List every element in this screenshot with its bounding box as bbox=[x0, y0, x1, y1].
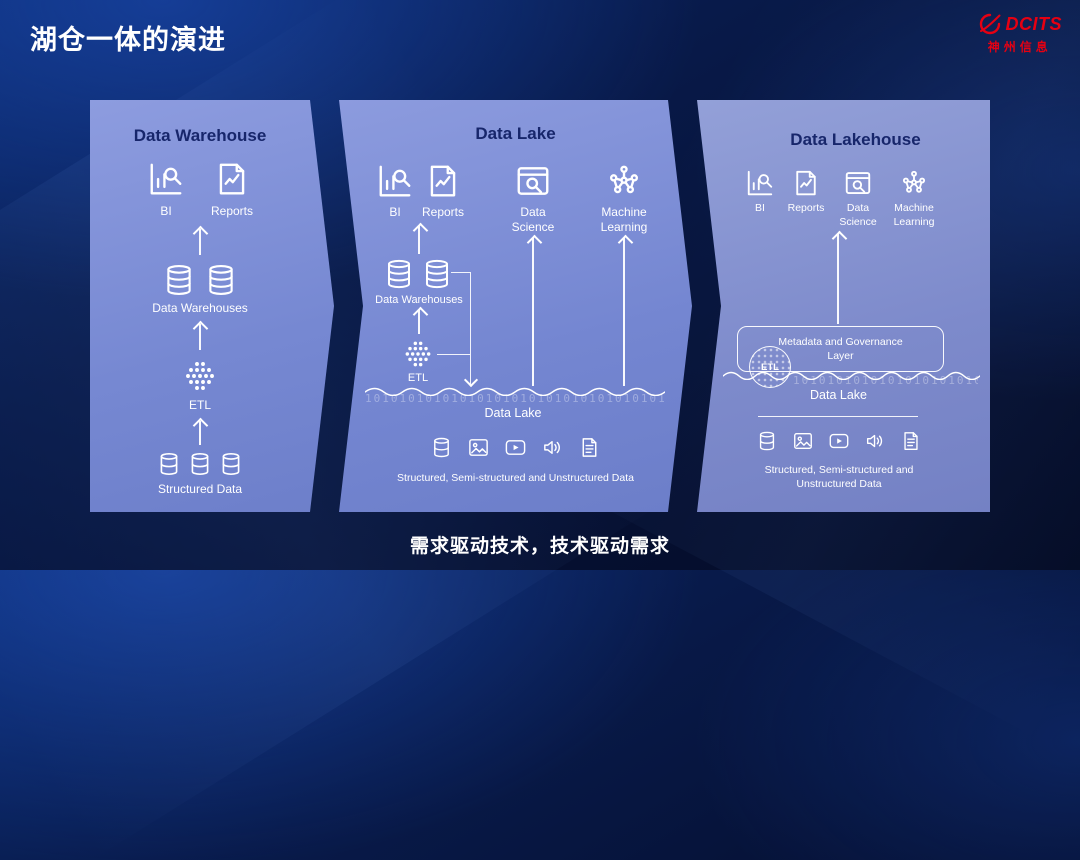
panel-data-lakehouse: Data Lakehouse BI Reports Data Science M… bbox=[697, 100, 990, 512]
logo-brand: DCITS bbox=[1005, 13, 1062, 34]
governance-label: Metadata and Governance Layer bbox=[778, 335, 903, 362]
bottom-label: Structured, Semi-structured and Unstruct… bbox=[397, 472, 634, 484]
icon-label: Machine Learning bbox=[893, 202, 935, 228]
reports-column: Reports bbox=[413, 162, 473, 220]
video-icon bbox=[828, 430, 850, 452]
panel-title: Data Lake bbox=[475, 124, 556, 143]
database-icon bbox=[218, 451, 244, 477]
warehouse-stack-icon bbox=[204, 263, 238, 297]
reports-icon bbox=[424, 162, 462, 200]
audio-icon bbox=[864, 430, 886, 452]
up-arrow bbox=[532, 238, 534, 386]
audio-icon bbox=[541, 436, 564, 459]
etl-label: ETL bbox=[761, 361, 779, 373]
database-icon bbox=[430, 436, 453, 459]
up-arrow bbox=[418, 310, 420, 334]
reports-column: Reports bbox=[211, 160, 253, 219]
icon-label: Machine Learning bbox=[600, 205, 648, 234]
data-science-icon bbox=[843, 168, 873, 198]
reports-icon bbox=[791, 168, 821, 198]
icon-label: Reports bbox=[421, 205, 465, 219]
bi-column: BI bbox=[147, 160, 185, 219]
up-arrow bbox=[418, 226, 420, 254]
panel-data-lake: Data Lake BI Reports Data Science Machin… bbox=[339, 100, 692, 512]
image-icon bbox=[467, 436, 490, 459]
icon-label: BI bbox=[755, 202, 765, 214]
warehouses-label: Data Warehouses bbox=[375, 294, 463, 306]
page-title: 湖仓一体的演进 bbox=[30, 25, 226, 55]
logo-company-name: 神州信息 bbox=[987, 40, 1052, 54]
database-icon bbox=[156, 451, 182, 477]
up-arrow bbox=[199, 324, 201, 350]
etl-label: ETL bbox=[407, 372, 429, 384]
data-science-icon bbox=[514, 162, 552, 200]
up-arrow bbox=[199, 229, 201, 255]
icon-label: Data Science bbox=[839, 202, 877, 228]
elbow-connector bbox=[451, 272, 470, 273]
footer-caption: 需求驱动技术，技术驱动需求 bbox=[409, 536, 670, 557]
icon-label: Reports bbox=[210, 204, 254, 218]
warehouses-icons bbox=[162, 263, 238, 297]
etl-label: ETL bbox=[188, 398, 211, 412]
bi-column: BI bbox=[735, 168, 785, 216]
panel-title: Data Warehouse bbox=[133, 126, 267, 145]
data-science-column: Data Science bbox=[831, 168, 885, 229]
machine-learning-column: Machine Learning bbox=[590, 162, 658, 235]
reports-column: Reports bbox=[781, 168, 831, 216]
video-icon bbox=[504, 436, 527, 459]
elbow-connector bbox=[437, 354, 470, 355]
database-icon bbox=[756, 430, 778, 452]
structured-data-label: Structured Data bbox=[157, 482, 243, 496]
lake-underline bbox=[758, 416, 918, 417]
bi-icon bbox=[376, 162, 414, 200]
database-icon bbox=[187, 451, 213, 477]
document-icon bbox=[578, 436, 601, 459]
bi-column: BI bbox=[365, 162, 425, 220]
up-arrow bbox=[837, 234, 839, 324]
data-lake-label: Data Lake bbox=[484, 406, 542, 420]
structured-data-icons bbox=[156, 451, 244, 477]
document-icon bbox=[900, 430, 922, 452]
governance-layer: Metadata and Governance Layer bbox=[737, 326, 944, 372]
data-lake-label: Data Lake bbox=[810, 388, 867, 402]
media-icons-row bbox=[363, 436, 668, 459]
machine-learning-column: Machine Learning bbox=[886, 168, 942, 229]
media-icons-row bbox=[721, 430, 956, 452]
logo-swoosh-icon bbox=[979, 13, 1000, 35]
binary-pattern: 1010101010101010101010101010101010101010… bbox=[793, 374, 978, 387]
bi-icon bbox=[147, 160, 185, 198]
panel-title: Data Lakehouse bbox=[790, 130, 921, 149]
warehouse-stack-icon bbox=[421, 258, 453, 290]
up-arrow bbox=[623, 238, 625, 386]
warehouses-label: Data Warehouses bbox=[152, 301, 248, 315]
evolution-diagram: Data Warehouse BI Reports Data Warehouse… bbox=[90, 100, 990, 512]
bi-icon bbox=[745, 168, 775, 198]
image-icon bbox=[792, 430, 814, 452]
elbow-connector bbox=[470, 272, 471, 384]
binary-pattern: 1010101010101010101010101010101010101010… bbox=[365, 392, 665, 405]
etl-icon bbox=[402, 338, 434, 370]
reports-icon bbox=[213, 160, 251, 198]
icon-label: Reports bbox=[787, 202, 825, 214]
bottom-label: Structured, Semi-structured and Unstruct… bbox=[764, 464, 914, 490]
machine-learning-icon bbox=[605, 162, 643, 200]
warehouses-icons bbox=[383, 258, 453, 290]
company-logo: DCITS 神州信息 bbox=[978, 12, 1063, 55]
machine-learning-icon bbox=[899, 168, 929, 198]
up-arrow bbox=[199, 421, 201, 445]
consumer-icons-row: BI Reports bbox=[147, 160, 253, 219]
warehouse-stack-icon bbox=[383, 258, 415, 290]
icon-label: BI bbox=[389, 205, 401, 219]
etl-circle: ETL bbox=[749, 346, 791, 388]
icon-label: Data Science bbox=[511, 205, 555, 234]
warehouse-stack-icon bbox=[162, 263, 196, 297]
panel-data-warehouse: Data Warehouse BI Reports Data Warehouse… bbox=[90, 100, 334, 512]
etl-icon bbox=[182, 358, 218, 394]
icon-label: BI bbox=[160, 204, 172, 218]
data-science-column: Data Science bbox=[499, 162, 567, 235]
